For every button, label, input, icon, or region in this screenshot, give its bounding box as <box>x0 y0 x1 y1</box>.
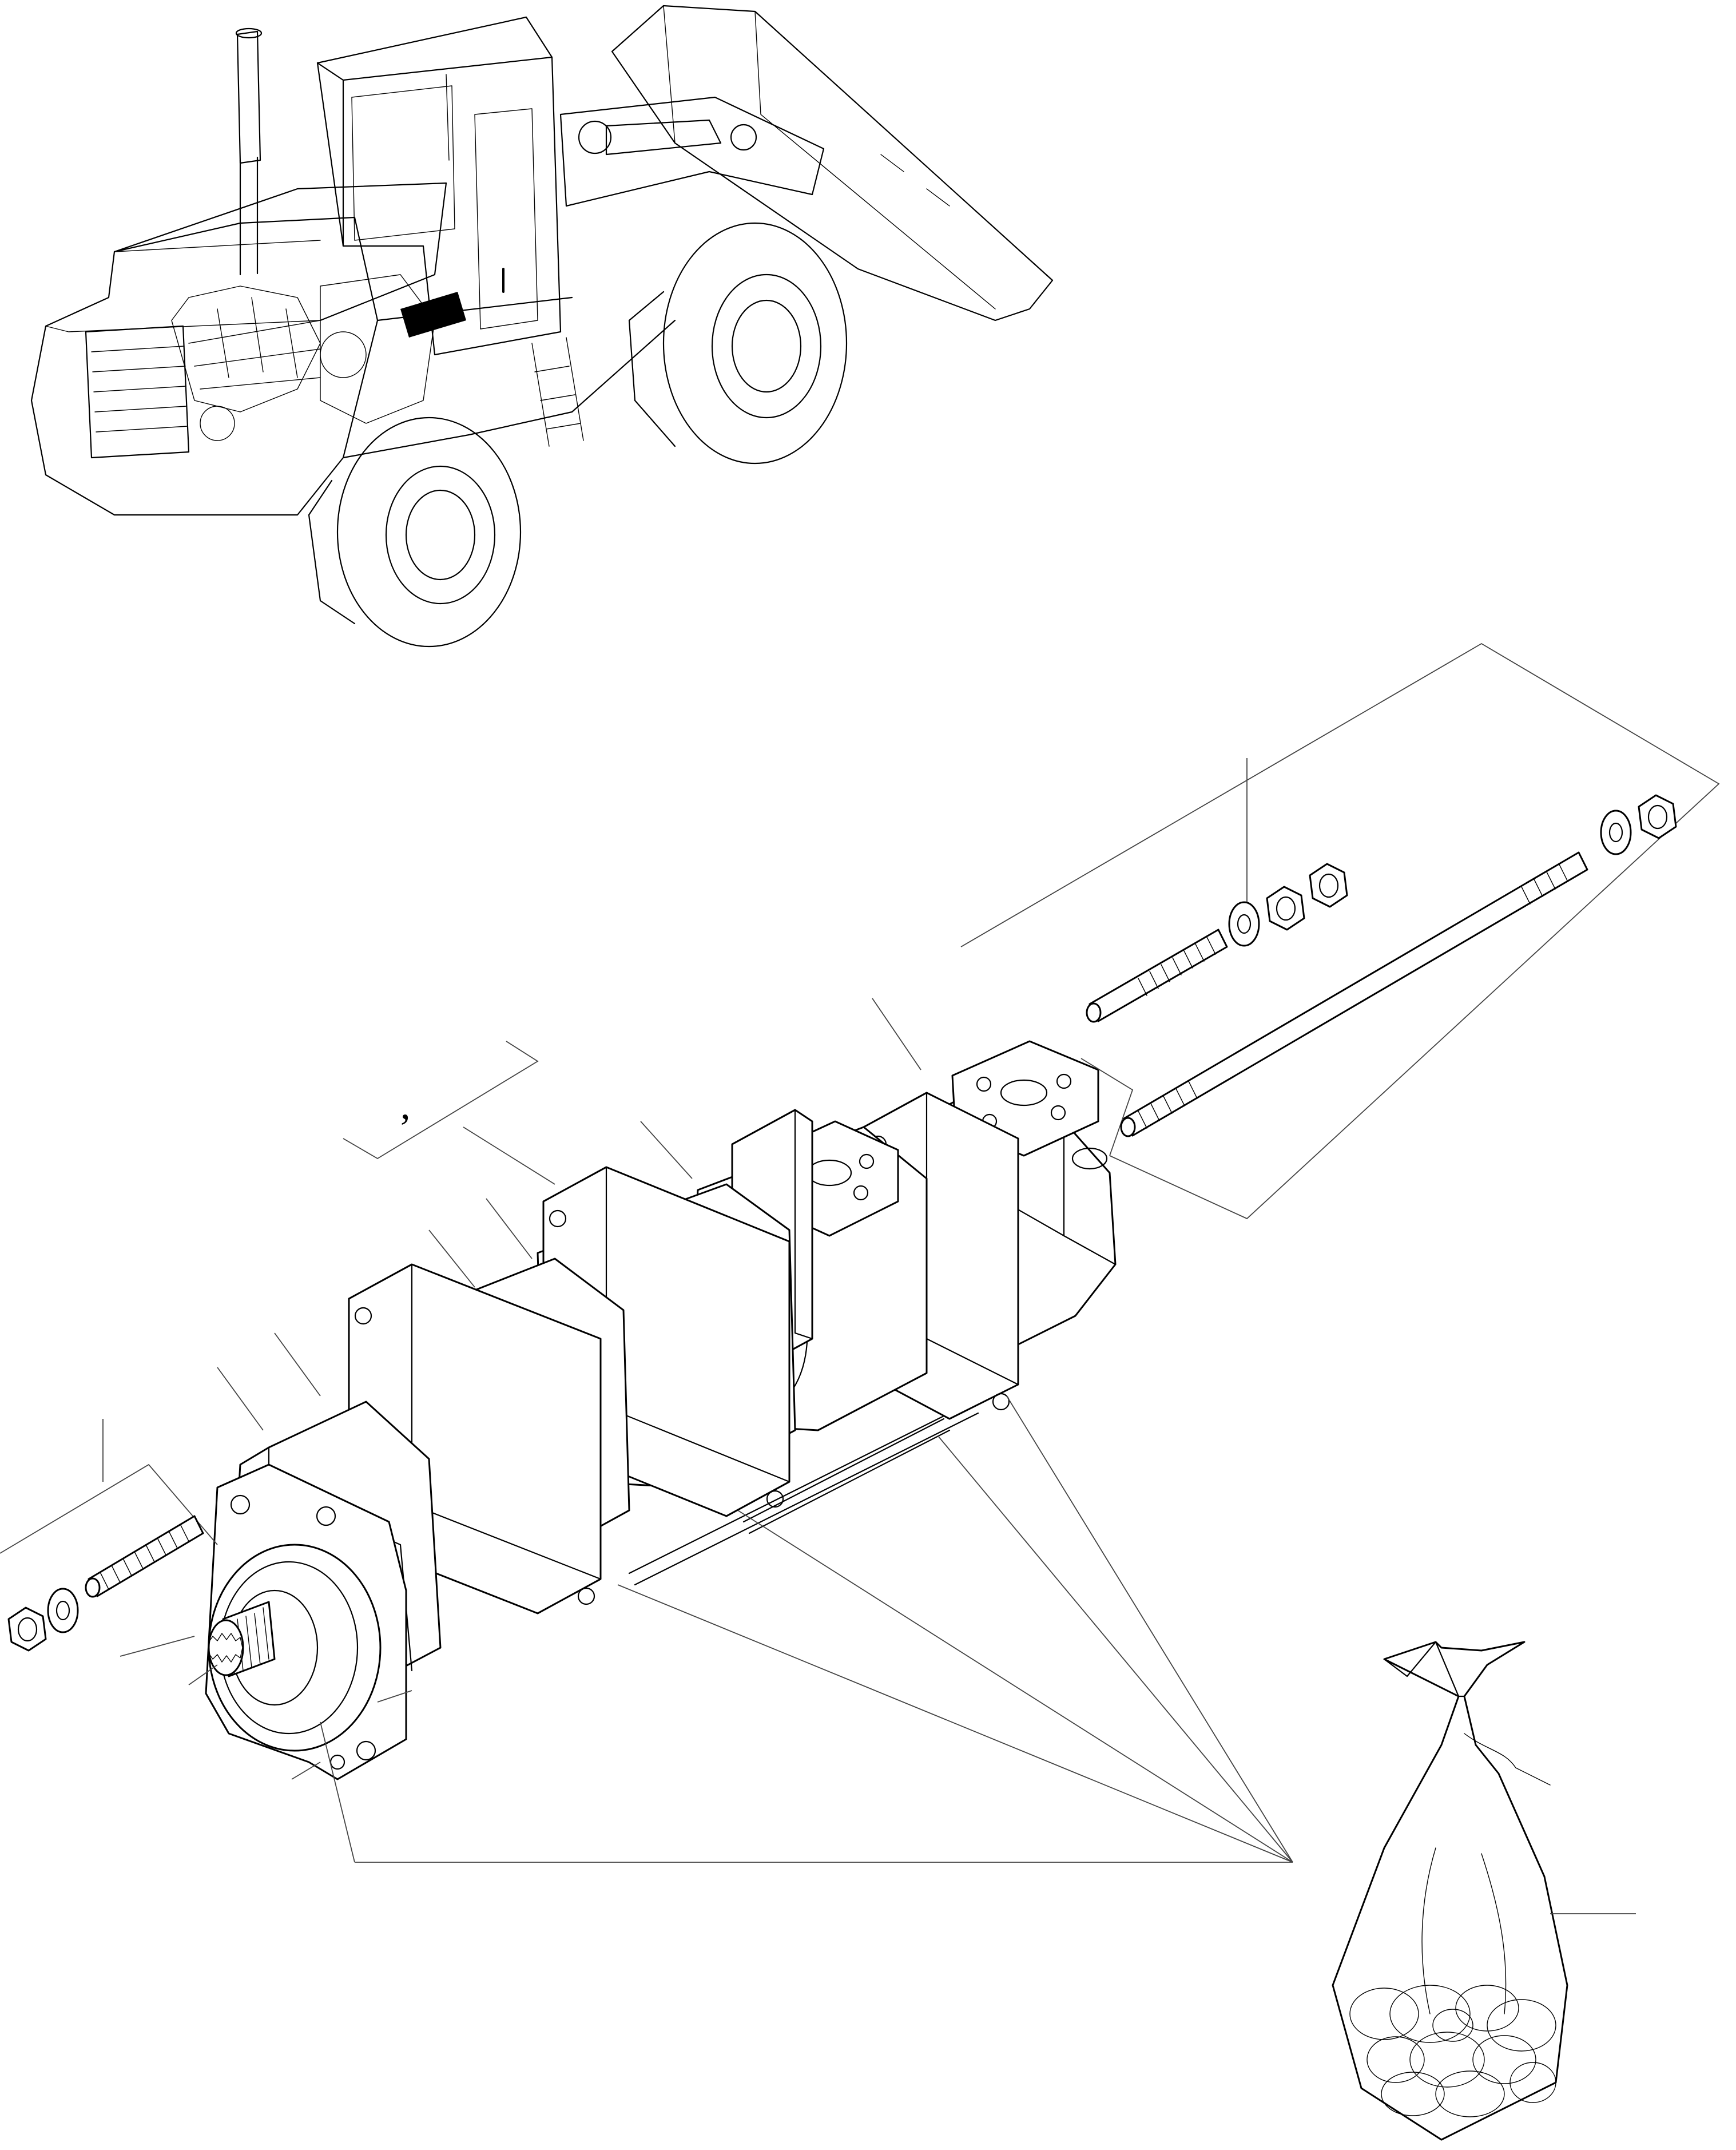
radiator-grille <box>85 325 190 459</box>
engine-detail <box>171 274 435 441</box>
front-wheel <box>628 222 848 465</box>
spline-shaft <box>208 1601 276 1677</box>
nut-right-1 <box>1266 886 1305 931</box>
o-rings <box>1349 1985 1556 2117</box>
tie-rods <box>628 1401 979 1586</box>
rear-wheel <box>308 416 522 648</box>
short-stud <box>1089 929 1228 1022</box>
note-bracket: , <box>343 1041 555 1185</box>
access-ladder <box>531 337 584 447</box>
pump-assembly <box>120 998 1117 1780</box>
pump-location-highlight <box>400 292 466 338</box>
bolt-set-right <box>960 642 1720 1220</box>
washer-right-1 <box>1228 901 1260 947</box>
wheel-loader-locator-view <box>30 5 1054 648</box>
seal-kit-leaders <box>320 1395 1293 1863</box>
bucket <box>611 5 1054 322</box>
lift-arm <box>559 96 825 207</box>
rear-counterweight <box>30 216 379 516</box>
exhaust-stack <box>235 27 263 276</box>
operator-cab <box>316 16 562 356</box>
pump-leader-lines <box>120 998 921 1780</box>
chassis-frame <box>342 296 676 459</box>
nut-right-3 <box>1638 794 1677 839</box>
washer-right-2 <box>1600 810 1632 855</box>
nut-right-2 <box>1309 863 1348 908</box>
bolt-set-right-bracket <box>960 642 1720 1220</box>
washer-left <box>47 1588 79 1633</box>
long-stud <box>1123 851 1588 1137</box>
bolt-set-left <box>0 1419 218 1652</box>
note-comma: , <box>400 1084 411 1128</box>
nut-left <box>7 1606 47 1652</box>
engine-hood <box>113 182 447 322</box>
seal-kit-bag <box>1332 1641 1636 2141</box>
